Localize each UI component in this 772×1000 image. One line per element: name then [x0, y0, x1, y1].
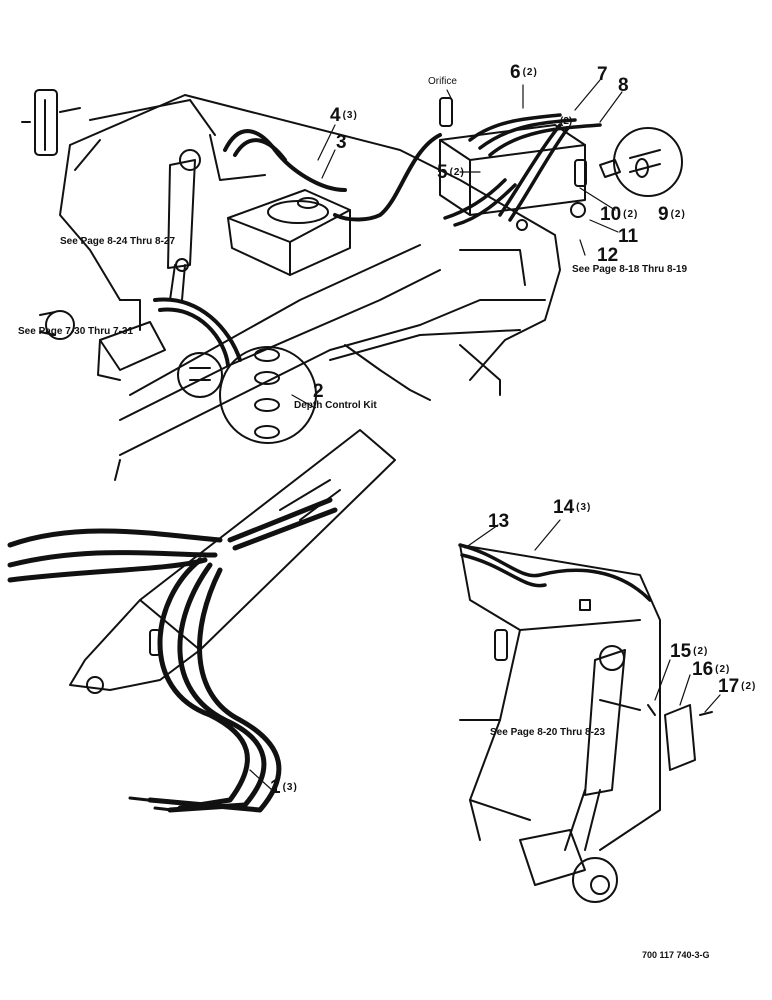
hose-ends: [128, 796, 194, 812]
callout-9: 9(2): [658, 205, 686, 224]
hitch-tongue: [69, 429, 396, 694]
page-reference: See Page 7-30 Thru 7-31: [18, 326, 134, 337]
callout-number: 1: [270, 777, 281, 798]
callout-number: 5: [437, 162, 448, 183]
callout-8: 8: [618, 76, 631, 95]
callout-17: 17(2): [718, 677, 756, 696]
callout-quantity: (2): [693, 646, 709, 657]
callout-number: 3: [336, 132, 347, 153]
callout-12: 12: [597, 246, 620, 265]
page-reference: See Page 8-24 Thru 8-27: [60, 236, 176, 247]
leader-lines: [249, 79, 721, 791]
callout-number: 6: [510, 62, 521, 83]
callout-7: 7: [597, 65, 610, 84]
callout-number: 15: [670, 641, 692, 662]
orifice-label: Orifice: [428, 76, 457, 87]
callout-number: 9: [658, 204, 669, 225]
callout-number: 12: [597, 245, 619, 266]
callout-number: 4: [330, 105, 341, 126]
page-reference: See Page 8-18 Thru 8-19: [572, 264, 688, 275]
callout-4: 4(3): [330, 106, 358, 125]
callout-quantity: (2): [449, 167, 465, 178]
frame-lower-right: [459, 544, 661, 851]
depth-control-kit-detail: [177, 346, 317, 444]
figure-code: 700 117 740-3-G: [642, 950, 710, 960]
callout-quantity: (2): [715, 664, 731, 675]
callout-1: 1(3): [270, 778, 298, 797]
callout-3: 3: [336, 133, 349, 152]
callout-quantity: (3): [282, 782, 298, 793]
callout-number: 13: [488, 511, 510, 532]
callout-number: 10: [600, 204, 622, 225]
fitting-explode: [599, 127, 683, 197]
callout-6: 6(2): [510, 63, 538, 82]
callout-quantity: (2): [623, 209, 639, 220]
callout-number: 2: [313, 381, 324, 402]
control-valve: [439, 97, 587, 231]
callout-number: 7: [597, 64, 608, 85]
depth-control-kit-label: Depth Control Kit: [294, 400, 377, 411]
hydraulic-hoses-top: [153, 129, 442, 367]
reservoir-tank: [227, 189, 351, 276]
callout-11: 11: [618, 227, 640, 246]
pin-and-clip: [599, 699, 713, 771]
inner-quantity-label: (2): [560, 116, 573, 127]
callout-number: 14: [553, 497, 575, 518]
callout-13: 13: [488, 512, 511, 531]
lift-cylinder-lower: [519, 645, 626, 903]
callout-quantity: (3): [342, 110, 358, 121]
callout-number: 17: [718, 676, 740, 697]
lift-cylinder: [39, 149, 201, 381]
callout-14: 14(3): [553, 498, 591, 517]
callout-quantity: (2): [741, 681, 757, 692]
callout-10: 10(2): [600, 205, 638, 224]
callout-number: 16: [692, 659, 714, 680]
callout-quantity: (2): [522, 67, 538, 78]
callout-15: 15(2): [670, 642, 708, 661]
main-frame: [59, 94, 561, 481]
valve-hoses: [443, 113, 602, 227]
callout-2: 2: [313, 382, 326, 401]
callout-quantity: (2): [670, 209, 686, 220]
lift-arm-bracket: [21, 89, 81, 156]
callout-5: 5(2): [437, 163, 465, 182]
callout-number: 8: [618, 75, 629, 96]
page-reference: See Page 8-20 Thru 8-23: [490, 727, 606, 738]
callout-number: 11: [618, 226, 639, 247]
hose-lower-right: [458, 543, 652, 602]
hose-bundle-lower: [7, 497, 338, 813]
callout-16: 16(2): [692, 660, 730, 679]
callout-quantity: (3): [576, 502, 592, 513]
